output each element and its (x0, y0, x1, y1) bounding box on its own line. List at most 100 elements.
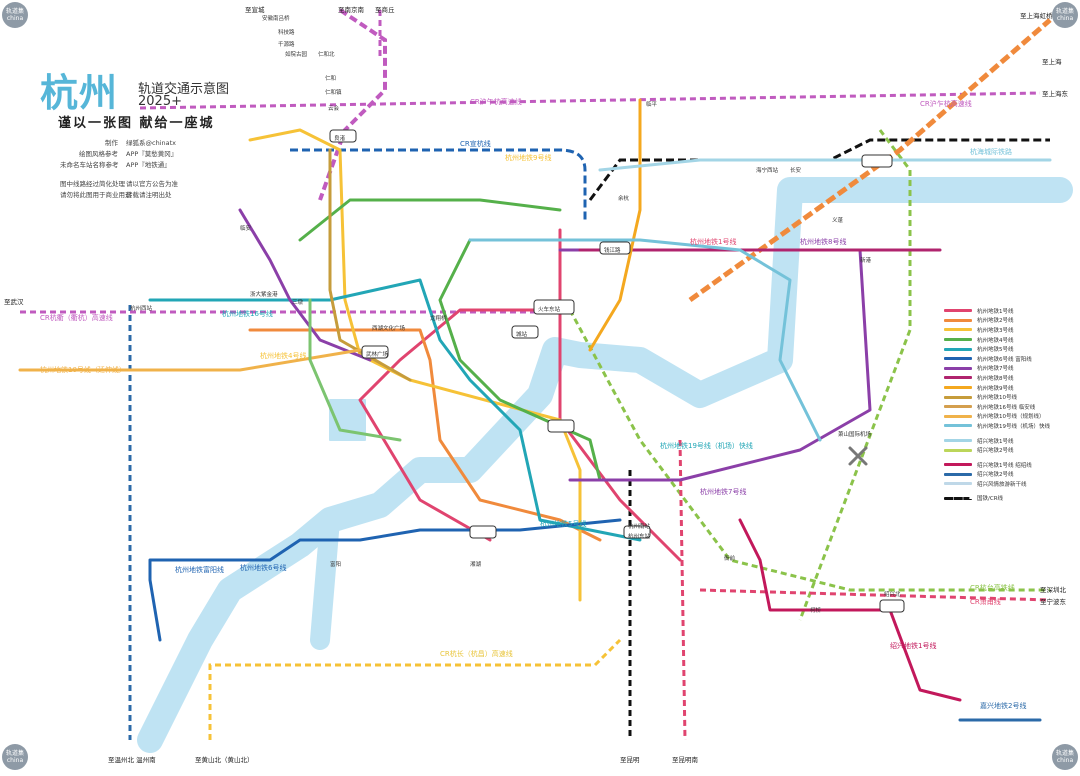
legend-item: 杭州地铁5号线 (944, 344, 1050, 354)
rail-label: CR杭长（杭昌）高速线 (440, 649, 513, 658)
credit-row: 请勿将此图用于商业用途转载请注明出处 (60, 191, 172, 199)
metro-label: 杭州地铁4号线 (260, 351, 306, 360)
terminus-label: 至昆明 (620, 756, 640, 764)
legend-label: 绍兴地铁2号线 (977, 472, 1014, 479)
legend-label: 绍兴地铁2号线 (977, 448, 1014, 455)
rail-label: CR沪乍杭高速线 (920, 99, 972, 108)
legend-swatch (944, 439, 972, 443)
metro-line-16 (18, 348, 362, 372)
station-label: 柯桥 (810, 606, 822, 614)
cr-huzhou-line (139, 91, 1041, 110)
station-label: 湘湖 (470, 560, 482, 568)
legend-swatch (944, 309, 972, 313)
metro-label: 绍兴地铁1号线 (890, 641, 936, 650)
station-label: 新港 (860, 256, 872, 264)
credit-row: 图中线路经过简化处理请以官方公告为准 (60, 180, 178, 188)
metro-label: 杭州地铁19号线（机场）快线 (660, 441, 753, 450)
station-label: 科技路 (278, 28, 295, 36)
terminus-label: 至上海虹桥 (1020, 11, 1053, 20)
legend-swatch (944, 405, 972, 409)
interchange-xihu (547, 419, 575, 433)
legend-label: 绍兴地铁1号线 (977, 438, 1014, 445)
legend-label: 绍兴风情旅游新干线 (977, 481, 1027, 488)
metro-line-5 (148, 278, 642, 542)
cr-taizhou-line (798, 129, 912, 621)
station-label: 安徽南吕桥 (262, 14, 290, 22)
credit-row: 制作绿狐系@chinatx (105, 139, 176, 147)
interchange-liangzhu (329, 129, 357, 143)
metro-layer (18, 98, 1052, 722)
terminus-layer: 至宣城 至南京南 至商丘 至上海虹桥 至上海 至上海东 至武汉 至温州北 温州南… (4, 5, 1069, 764)
airport-icon (848, 446, 868, 466)
terminus-label: 至宣城 (245, 5, 265, 14)
rail-label: CR宣杭线 (460, 139, 491, 148)
corner-badge-bottom-right: 轨道集 china (1052, 744, 1078, 770)
station-label: 龙翔桥 (430, 314, 447, 322)
legend-item: 绍兴地铁2号线 (944, 470, 1050, 480)
legend-label: 杭州地铁5号线 (977, 347, 1014, 354)
metro-label: 杭州地铁富阳线 (175, 565, 224, 574)
metro-label: 杭州地铁7号线 (700, 487, 746, 496)
station-label: 如院古园 (285, 50, 308, 58)
corner-badge-top-right: 轨道集 china (1052, 2, 1078, 28)
station-label: 杭州西站 (130, 304, 153, 312)
legend-swatch (944, 472, 972, 476)
legend-swatch (944, 414, 972, 418)
legend-item: 绍兴风情旅游新干线 (944, 479, 1050, 489)
terminus-label: 至昆明南 (672, 755, 699, 764)
station-label: 良渚 (334, 134, 346, 142)
metro-line-4 (298, 198, 602, 482)
legend-swatch (944, 328, 972, 332)
legend-label: 杭州地铁8号线 (977, 375, 1014, 382)
legend-item: 国铁/CR线 (944, 494, 1050, 504)
station-label: 仁和镇 (325, 88, 342, 96)
rail-label: CR萧甬线 (970, 597, 1001, 606)
station-label: 火车东站 (538, 305, 561, 313)
legend-label: 国铁/CR线 (977, 496, 1004, 503)
cr-ningbo-line (568, 309, 1050, 592)
legend-swatch (944, 463, 972, 467)
station-layer: 安徽南吕桥 科技路 千源路 如院古园 仁和北 仁和 仁和镇 云会 良渚 临平 余… (130, 14, 901, 614)
legend-swatch (944, 338, 972, 342)
fuchun-river (310, 510, 340, 650)
station-label: 浙大紫金港 (250, 290, 278, 298)
rail-label: CR杭衢（衢杭）高速线 (40, 313, 113, 322)
legend-item: 杭州地铁4号线 (944, 335, 1050, 345)
slogan: 谨以一张图 献给一座城 (58, 116, 215, 131)
legend-swatch (944, 386, 972, 390)
metro-label: 杭州地铁5号线 (540, 519, 586, 528)
legend-label: 杭州地铁1号线 (977, 308, 1014, 315)
metro-label: 杭州地铁8号线 (800, 237, 846, 246)
legend-item: 杭州地铁6号线 富阳线 (944, 354, 1050, 364)
station-label: 富阳 (330, 560, 341, 568)
station-label: 长安 (790, 166, 802, 174)
terminus-label: 至上海 (1042, 57, 1062, 66)
terminus-label: 至上海东 (1042, 89, 1069, 98)
cr-hefei-line (318, 8, 387, 201)
legend-swatch (944, 347, 972, 351)
station-label: 杭州南站 (628, 522, 651, 530)
legend-label: 杭州地铁6号线 富阳线 (977, 356, 1032, 363)
station-label: 萧山国际机场 (838, 430, 872, 438)
metro-label: 杭海城际铁路 (970, 147, 1012, 156)
legend-swatch (944, 395, 972, 399)
legend-swatch (944, 496, 972, 500)
corner-badge-bottom-left: 轨道集 china (2, 744, 28, 770)
qiantang-river (137, 177, 1073, 753)
legend-item: 杭州地铁10号线（规划线） (944, 412, 1050, 422)
station-label: 衙前 (724, 554, 736, 562)
metro-line-1 (358, 228, 682, 562)
station-label: 钱江路 (604, 246, 621, 254)
station-label: 余杭 (618, 194, 630, 202)
interchange-jiangcheng (469, 525, 497, 539)
legend-swatch (944, 482, 972, 486)
legend-swatch (944, 448, 972, 452)
legend-item: 杭州地铁7号线 (944, 364, 1050, 374)
interchange-hangzhounan (623, 525, 651, 539)
legend-swatch (944, 357, 972, 361)
terminus-label: 至宁波东 (1040, 597, 1067, 606)
